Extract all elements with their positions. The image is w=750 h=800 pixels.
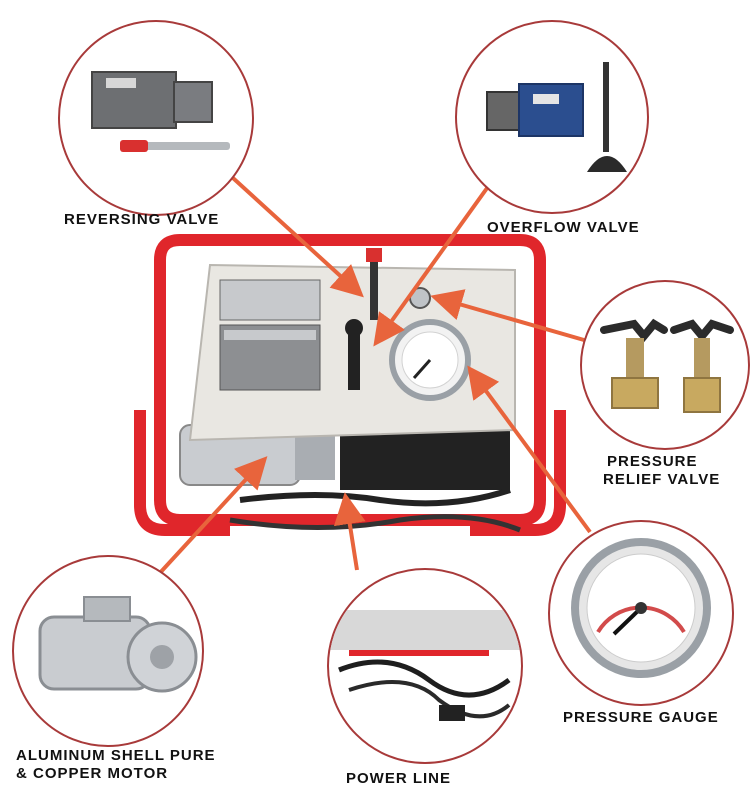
- pressure-gauge-callout: [548, 520, 734, 706]
- reversing-valve-callout: [58, 20, 254, 216]
- motor-label-line1: ALUMINUM SHELL PURE: [16, 747, 216, 764]
- overflow-valve-label: OVERFLOW VALVE: [487, 219, 640, 236]
- reversing-valve-image: [91, 71, 230, 152]
- pressure-relief-valve-callout: [580, 280, 750, 450]
- pressure-relief-valve-image: [600, 318, 734, 413]
- pressure-relief-valve-label-line1: PRESSURE: [607, 453, 698, 470]
- overflow-valve-image: [486, 62, 627, 172]
- power-line-label: POWER LINE: [346, 770, 452, 787]
- motor-label-line2: & COPPER MOTOR: [16, 765, 169, 782]
- power-line-callout: [327, 568, 523, 764]
- overflow-valve-callout: [455, 20, 649, 214]
- reversing-valve-label: REVERSING VALVE: [64, 211, 220, 228]
- pressure-relief-valve-label-line2: RELIEF VALVE: [603, 471, 721, 488]
- pressure-gauge-label: PRESSURE GAUGE: [563, 709, 719, 726]
- pressure-gauge-image: [571, 538, 711, 678]
- motor-callout: [12, 555, 204, 747]
- power-line-image: [329, 610, 521, 721]
- motor-image: [38, 596, 198, 693]
